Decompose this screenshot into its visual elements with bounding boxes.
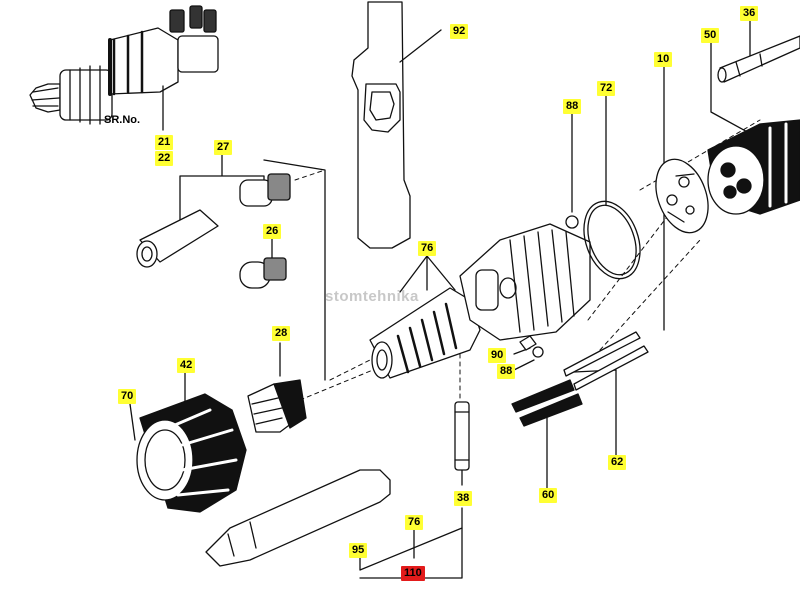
part-label-42[interactable]: 42: [177, 358, 196, 373]
disc-drawing-10: [655, 158, 709, 234]
part-label-22[interactable]: 22: [155, 151, 174, 166]
part-label-21[interactable]: 21: [155, 135, 174, 150]
connector-drawing-50: [707, 119, 800, 215]
part-label-88-top[interactable]: 88: [563, 99, 582, 114]
bulb-drawing-26: [239, 257, 287, 289]
part-label-62[interactable]: 62: [608, 455, 627, 470]
shaft-drawing-76: [369, 287, 481, 379]
handpiece-body-drawing: [459, 223, 591, 341]
watermark-text: stomtehnika: [325, 288, 419, 305]
ball-drawing-88: [532, 346, 544, 358]
sleeve-drawing-95: [205, 469, 391, 567]
part-label-60[interactable]: 60: [539, 488, 558, 503]
part-label-10[interactable]: 10: [654, 52, 673, 67]
part-label-36[interactable]: 36: [740, 6, 759, 21]
handpiece-assembly-drawing: [29, 5, 219, 125]
part-label-110-kit[interactable]: 110: [401, 566, 425, 581]
collar-drawing-28: [247, 379, 307, 433]
part-label-90[interactable]: 90: [488, 348, 507, 363]
part-label-76-kit[interactable]: 76: [405, 515, 424, 530]
part-label-50[interactable]: 50: [701, 28, 720, 43]
wrench-part-drawing: [351, 1, 411, 249]
part-label-28[interactable]: 28: [272, 326, 291, 341]
lamp-holder-drawing-27: [239, 173, 291, 207]
part-label-95[interactable]: 95: [349, 543, 368, 558]
part-label-92[interactable]: 92: [450, 24, 469, 39]
serial-number-label: SR.No.: [104, 114, 141, 126]
tubes-drawing-62: [563, 331, 649, 391]
springs-drawing-60: [511, 379, 583, 427]
part-label-76-shaft[interactable]: 76: [418, 241, 437, 256]
part-label-88-bottom[interactable]: 88: [497, 364, 516, 379]
part-label-70[interactable]: 70: [118, 389, 137, 404]
ball-drawing-88-top: [565, 215, 579, 229]
part-label-72[interactable]: 72: [597, 81, 616, 96]
part-label-38[interactable]: 38: [454, 491, 473, 506]
filter-cartridge-drawing: [136, 209, 219, 268]
coupling-nut-drawing-42: [136, 393, 247, 513]
pin-drawing-36: [717, 35, 800, 83]
spring-drawing-90: [519, 335, 537, 351]
o-ring-drawing-72: [583, 200, 641, 280]
seal-drawing-38: [454, 401, 470, 471]
part-label-26[interactable]: 26: [263, 224, 282, 239]
part-label-27[interactable]: 27: [214, 140, 233, 155]
